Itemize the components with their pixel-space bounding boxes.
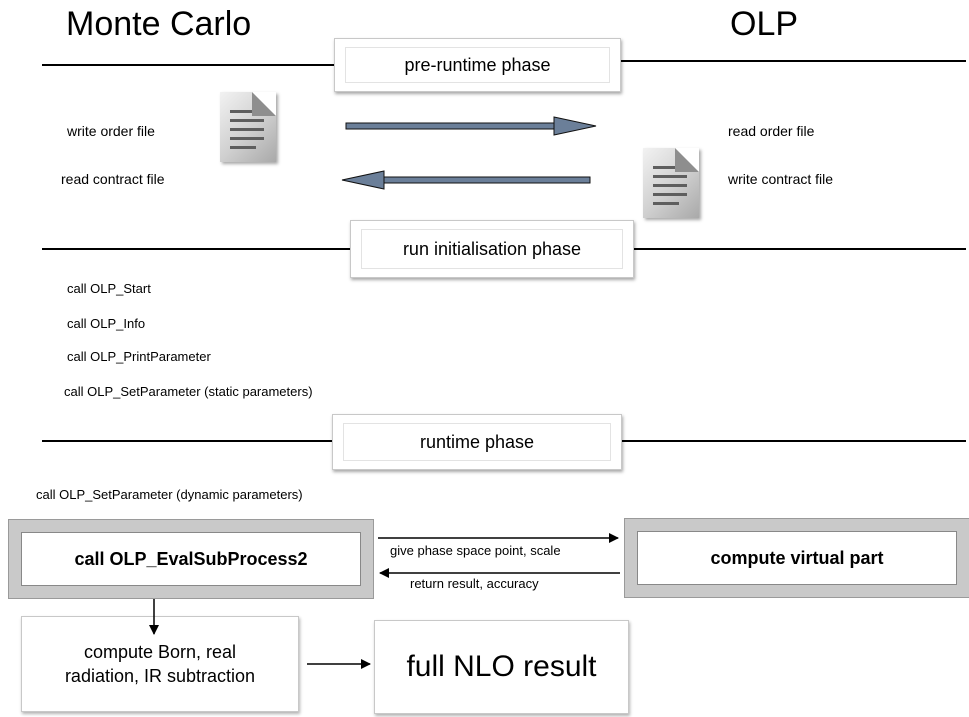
runtime-phase-box: runtime phase xyxy=(332,414,622,470)
setparameter-dynamic-call: call OLP_SetParameter (dynamic parameter… xyxy=(36,487,303,502)
order-file-document-icon xyxy=(220,92,276,162)
return-result-message: return result, accuracy xyxy=(410,576,539,591)
phase-space-point-message: give phase space point, scale xyxy=(390,543,561,558)
contract-file-document-icon xyxy=(643,148,699,218)
runtime-phase-label: runtime phase xyxy=(343,423,611,461)
order-file-arrow xyxy=(345,116,597,136)
eval-subprocess-label: call OLP_EvalSubProcess2 xyxy=(21,532,361,586)
write-contract-file-label: write contract file xyxy=(728,171,834,187)
full-nlo-result-label: full NLO result xyxy=(406,650,597,683)
write-order-file-label: write order file xyxy=(67,123,155,139)
phase-divider-line xyxy=(632,248,966,250)
olp-title: OLP xyxy=(730,5,799,43)
phase-divider-line xyxy=(42,440,332,442)
born-computation-line1: compute Born, real xyxy=(83,642,237,662)
pre-runtime-phase-label: pre-runtime phase xyxy=(345,47,610,83)
init-call-printparameter: call OLP_PrintParameter xyxy=(67,349,211,364)
phase-divider-line xyxy=(42,64,334,66)
init-call-info: call OLP_Info xyxy=(67,316,146,331)
read-order-file-label: read order file xyxy=(728,123,815,139)
contract-file-arrow xyxy=(341,170,591,190)
full-nlo-result-box: full NLO result xyxy=(374,620,629,714)
phase-divider-line xyxy=(619,60,966,62)
monte-carlo-title: Monte Carlo xyxy=(66,5,252,43)
run-initialisation-phase-box: run initialisation phase xyxy=(350,220,634,278)
read-contract-file-label: read contract file xyxy=(61,171,165,187)
pre-runtime-phase-box: pre-runtime phase xyxy=(334,38,621,92)
init-call-start: call OLP_Start xyxy=(67,281,151,296)
eval-subprocess-box: call OLP_EvalSubProcess2 xyxy=(8,519,374,599)
virtual-part-box: compute virtual part xyxy=(624,518,969,598)
init-call-setparameter-static: call OLP_SetParameter (static parameters… xyxy=(64,384,313,399)
virtual-part-label: compute virtual part xyxy=(637,531,957,585)
run-initialisation-phase-label: run initialisation phase xyxy=(361,229,623,269)
born-computation-line2: radiation, IR subtraction xyxy=(64,666,256,686)
phase-divider-line xyxy=(620,440,966,442)
born-computation-box: compute Born, real radiation, IR subtrac… xyxy=(21,616,299,712)
phase-divider-line xyxy=(42,248,350,250)
